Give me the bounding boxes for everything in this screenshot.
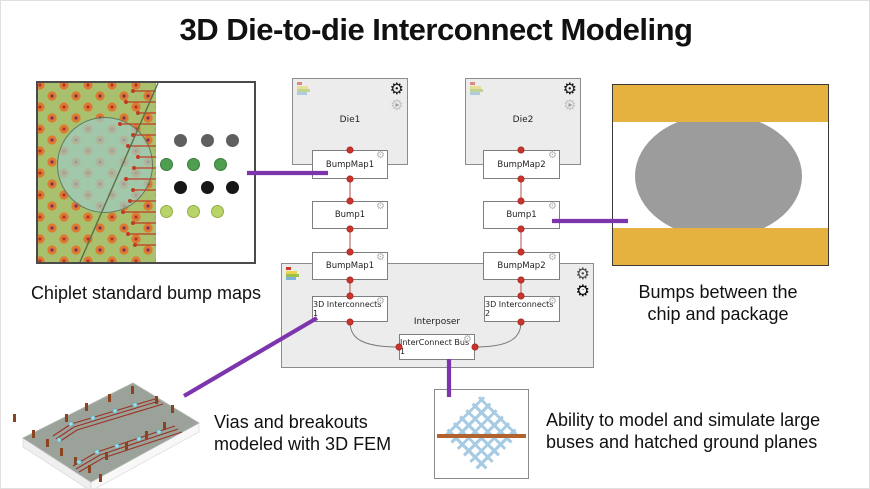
gear-run-icon[interactable]: ⚙ (563, 95, 577, 114)
bump-dot (160, 158, 173, 171)
package-layer (613, 228, 828, 265)
bump-dot (201, 134, 214, 147)
bump-cross-section-image (612, 84, 829, 266)
gear-icon[interactable]: ⚙ (548, 252, 557, 263)
keepout-circle (57, 117, 153, 213)
die1-label: Die1 (339, 114, 361, 125)
interconnect-bus-block[interactable]: ⚙ InterConnect Bus 1 (399, 334, 475, 360)
bump1-left-block[interactable]: ⚙ Bump1 (312, 201, 388, 229)
bumpmap1-bottom-block[interactable]: ⚙ BumpMap1 (312, 252, 388, 280)
gear-icon[interactable]: ⚙ (389, 79, 404, 98)
gear-icon[interactable]: ⚙ (376, 296, 385, 307)
caption-bump-maps: Chiplet standard bump maps (30, 283, 262, 303)
layers-icon (297, 82, 311, 95)
gear-icon[interactable]: ⚙ (376, 201, 385, 212)
bump-dot (214, 158, 227, 171)
bumpmap1-top-block[interactable]: ⚙ BumpMap1 (312, 150, 388, 179)
gear-icon[interactable]: ⚙ (376, 252, 385, 263)
gear-icon[interactable]: ⚙ (548, 150, 557, 161)
bump-dot (226, 181, 239, 194)
fem-vias-image (13, 382, 200, 488)
bump-dot (201, 181, 214, 194)
bump-dot (187, 205, 200, 218)
bump1-right-block[interactable]: ⚙ Bump1 (483, 201, 560, 229)
bumpmap2-bottom-block[interactable]: ⚙ BumpMap2 (483, 252, 560, 280)
gear-run-icon[interactable]: ⚙ (575, 280, 590, 300)
caption-hatch: Ability to model and simulate large buse… (546, 410, 821, 452)
gear-icon[interactable]: ⚙ (463, 334, 472, 345)
chiplet-bump-map-image (36, 81, 256, 264)
layers-icon (286, 267, 302, 281)
hatched-ground-plane-image (434, 389, 529, 479)
gear-icon[interactable]: ⚙ (562, 79, 577, 98)
gear-icon[interactable]: ⚙ (376, 150, 385, 161)
solder-bump (635, 114, 802, 238)
bus-trace (437, 434, 526, 438)
die2-label: Die2 (512, 114, 534, 125)
bump-dot (174, 181, 187, 194)
interconnects1-block[interactable]: ⚙ 3D Interconnects 1 (312, 296, 388, 322)
bumpmap2-top-block[interactable]: ⚙ BumpMap2 (483, 150, 560, 179)
gear-icon[interactable]: ⚙ (548, 296, 557, 307)
gear-icon[interactable]: ⚙ (575, 264, 590, 283)
chip-layer (613, 85, 828, 122)
gear-icon[interactable]: ⚙ (548, 201, 557, 212)
page-title: 3D Die-to-die Interconnect Modeling (179, 12, 693, 47)
bump-dot (211, 205, 224, 218)
caption-fem: Vias and breakouts modeled with 3D FEM (214, 412, 392, 454)
bump-dot (160, 205, 173, 218)
interposer-label: Interposer (413, 317, 461, 327)
bump-dot (174, 134, 187, 147)
gear-run-icon[interactable]: ⚙ (390, 95, 404, 114)
layers-icon (470, 82, 484, 95)
caption-bumps: Bumps between the chip and package (638, 282, 798, 324)
bump-dot (226, 134, 239, 147)
bump-traces-overlay (79, 83, 159, 262)
bump-dot (187, 158, 200, 171)
interconnects2-block[interactable]: ⚙ 3D Interconnects 2 (484, 296, 560, 322)
